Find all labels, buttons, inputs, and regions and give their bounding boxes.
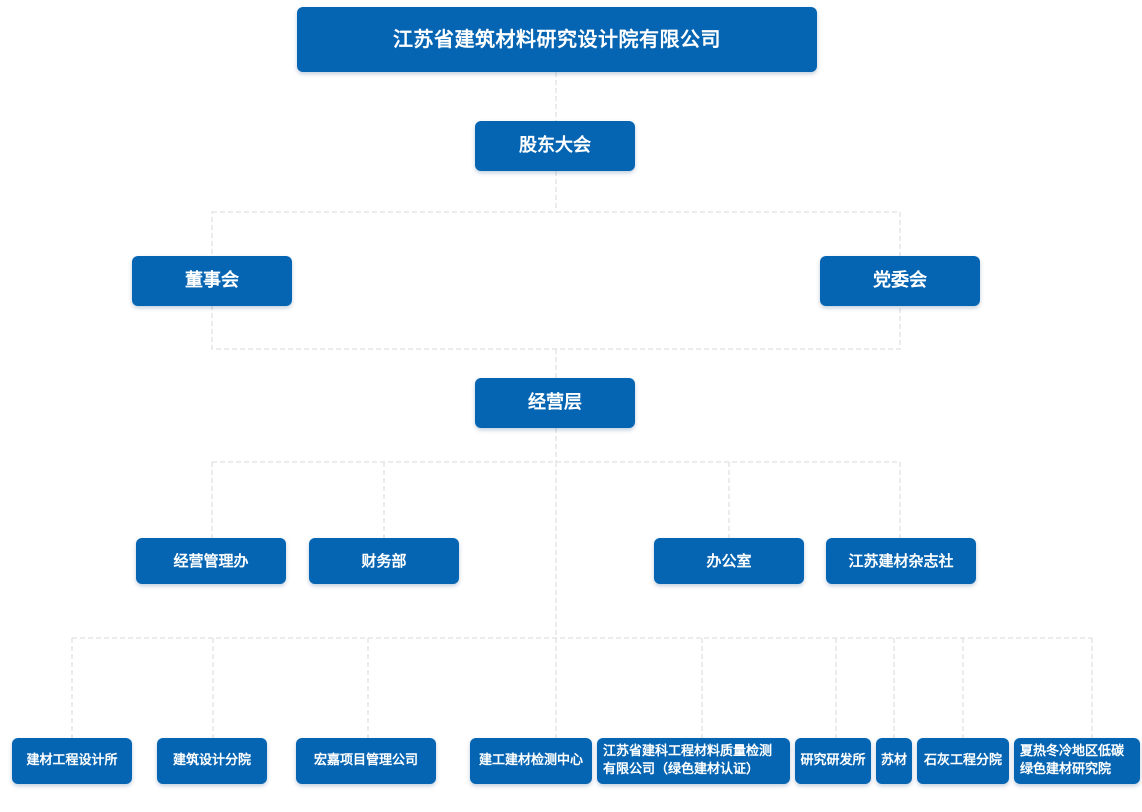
node-department: 江苏建材杂志社	[826, 538, 976, 584]
node-shareholders-meeting-label: 股东大会	[519, 134, 591, 156]
node-unit: 建材工程设计所	[12, 738, 132, 784]
node-unit-label: 研究研发所	[800, 753, 866, 769]
node-board-of-directors: 董事会	[132, 256, 292, 306]
node-unit-label: 江苏省建科工程材料质量检测有限公司（绿色建材认证）	[603, 744, 773, 777]
node-management-label: 经营层	[528, 391, 582, 413]
node-unit: 夏热冬冷地区低碳绿色建材研究院	[1014, 738, 1140, 784]
node-unit-label: 建工建材检测中心	[478, 753, 583, 769]
node-unit: 江苏省建科工程材料质量检测有限公司（绿色建材认证）	[597, 738, 790, 784]
node-department-label: 江苏建材杂志社	[848, 551, 954, 570]
node-unit-label: 建筑设计分院	[172, 753, 251, 769]
node-department-label: 办公室	[706, 551, 752, 570]
node-unit-label: 夏热冬冷地区低碳绿色建材研究院	[1020, 744, 1125, 777]
node-management: 经营层	[475, 378, 635, 428]
node-unit-label: 苏材	[880, 753, 907, 769]
node-unit-label: 石灰工程分院	[923, 753, 1002, 769]
node-unit: 研究研发所	[795, 738, 871, 784]
node-company: 江苏省建筑材料研究设计院有限公司	[297, 7, 817, 72]
node-party-committee-label: 党委会	[873, 269, 927, 291]
node-board-of-directors-label: 董事会	[185, 269, 239, 291]
node-company-label: 江苏省建筑材料研究设计院有限公司	[393, 27, 721, 51]
node-department: 办公室	[654, 538, 804, 584]
node-department-label: 财务部	[361, 551, 407, 570]
node-unit: 宏嘉项目管理公司	[296, 738, 436, 784]
node-unit: 石灰工程分院	[917, 738, 1009, 784]
node-party-committee: 党委会	[820, 256, 980, 306]
node-unit-label: 宏嘉项目管理公司	[313, 753, 418, 769]
node-department-label: 经营管理办	[173, 551, 249, 570]
node-unit: 苏材	[876, 738, 912, 784]
node-department: 经营管理办	[136, 538, 286, 584]
node-department: 财务部	[309, 538, 459, 584]
node-shareholders-meeting: 股东大会	[475, 121, 635, 171]
node-unit: 建筑设计分院	[157, 738, 267, 784]
node-unit-label: 建材工程设计所	[26, 753, 118, 769]
node-unit: 建工建材检测中心	[470, 738, 592, 784]
